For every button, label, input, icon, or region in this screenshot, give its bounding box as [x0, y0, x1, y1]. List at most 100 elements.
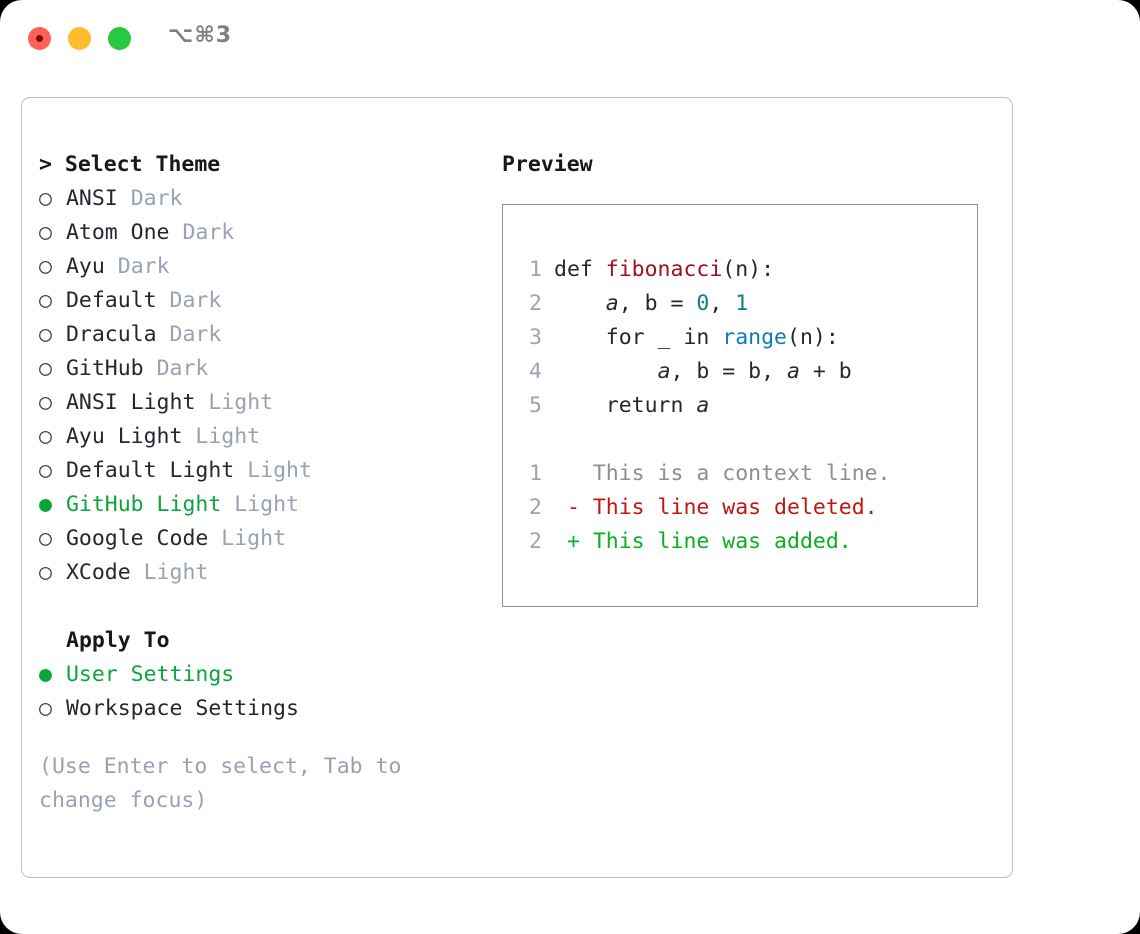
theme-list-item[interactable]: ○ ANSI Light Light — [39, 386, 479, 420]
code-token: fibonacci — [605, 257, 723, 282]
code-token: , b = — [618, 291, 697, 316]
diff-line: 1 This is a context line. — [516, 457, 971, 491]
radio-selected-icon: ● — [39, 662, 52, 687]
apply-to-heading: Apply To — [66, 628, 170, 653]
radio-selected-icon: ● — [39, 492, 52, 517]
code-token — [554, 291, 606, 316]
theme-variant-tag: Dark — [156, 356, 209, 381]
theme-variant-tag: Light — [208, 390, 274, 415]
radio-unselected-icon: ○ — [39, 322, 52, 347]
maximize-window-button[interactable] — [108, 27, 131, 50]
code-line: 2 a, b = 0, 1 — [516, 287, 971, 321]
keyboard-shortcut-label: ⌥⌘3 — [168, 23, 233, 48]
line-number: 3 — [529, 325, 542, 350]
radio-unselected-icon: ○ — [39, 356, 52, 381]
radio-unselected-icon: ○ — [39, 526, 52, 551]
diff-line-number: 1 — [529, 461, 542, 486]
diff-line: 2 - This line was deleted. — [516, 491, 971, 525]
code-token: for _ in — [554, 325, 723, 350]
minimize-window-button[interactable] — [68, 27, 91, 50]
theme-name: Google Code — [65, 526, 209, 551]
line-number: 1 — [529, 257, 542, 282]
theme-name: Dracula — [65, 322, 157, 347]
code-token: a — [605, 291, 619, 316]
code-token: + b — [799, 359, 852, 384]
diff-line-text: + This line was added. — [554, 529, 852, 554]
preview-heading: Preview — [502, 152, 593, 177]
theme-name: GitHub Light — [65, 492, 222, 517]
theme-list-item[interactable]: ○ ANSI Dark — [39, 182, 479, 216]
theme-variant-tag: Light — [195, 424, 261, 449]
theme-variant-tag: Light — [143, 560, 209, 585]
apply-to-list[interactable]: ● User Settings○ Workspace Settings — [39, 658, 479, 726]
title-bar: ⌥⌘3 — [0, 0, 1140, 78]
theme-name: GitHub — [65, 356, 144, 381]
diff-line-number: 2 — [529, 529, 542, 554]
theme-variant-tag: Dark — [169, 288, 222, 313]
theme-name: Ayu Light — [65, 424, 183, 449]
code-token: 1 — [735, 291, 749, 316]
close-window-button[interactable] — [28, 27, 51, 50]
theme-list-item[interactable]: ○ Google Code Light — [39, 522, 479, 556]
code-token: a — [696, 393, 710, 418]
radio-unselected-icon: ○ — [39, 458, 52, 483]
theme-list-item[interactable]: ○ Ayu Light Light — [39, 420, 479, 454]
theme-selection-column: > Select Theme ○ ANSI Dark○ Atom One Dar… — [39, 148, 479, 818]
code-token: a — [657, 359, 671, 384]
radio-unselected-icon: ○ — [39, 560, 52, 585]
diff-line-text: - This line was deleted. — [554, 495, 878, 520]
theme-name: ANSI Light — [65, 390, 196, 415]
theme-variant-tag: Dark — [182, 220, 235, 245]
radio-unselected-icon: ○ — [39, 220, 52, 245]
select-theme-heading: > Select Theme — [39, 152, 221, 177]
theme-list-item[interactable]: ○ Atom One Dark — [39, 216, 479, 250]
theme-list-item[interactable]: ● GitHub Light Light — [39, 488, 479, 522]
radio-unselected-icon: ○ — [39, 390, 52, 415]
code-line: 3 for _ in range(n): — [516, 321, 971, 355]
theme-list-item[interactable]: ○ Dracula Dark — [39, 318, 479, 352]
theme-picker-panel: > Select Theme ○ ANSI Dark○ Atom One Dar… — [21, 97, 1013, 878]
diff-line: 2 + This line was added. — [516, 525, 971, 559]
theme-name: Ayu — [65, 254, 105, 279]
code-line: 5 return a — [516, 389, 971, 423]
code-token: (n): — [787, 325, 839, 350]
line-number: 4 — [529, 359, 542, 384]
theme-list-item[interactable]: ○ Default Light Light — [39, 454, 479, 488]
theme-name: Atom One — [65, 220, 170, 245]
line-number: 5 — [529, 393, 542, 418]
theme-name: ANSI — [65, 186, 118, 211]
code-line: 4 a, b = b, a + b — [516, 355, 971, 389]
code-token: range — [722, 325, 788, 350]
theme-variant-tag: Dark — [117, 254, 170, 279]
diff-sample: 1 This is a context line.2 - This line w… — [516, 457, 971, 559]
theme-list-item[interactable]: ○ XCode Light — [39, 556, 479, 590]
apply-to-option[interactable]: ● User Settings — [39, 658, 479, 692]
code-token: 0 — [696, 291, 710, 316]
apply-to-option[interactable]: ○ Workspace Settings — [39, 692, 479, 726]
apply-to-label: Workspace Settings — [65, 696, 299, 721]
diff-line-text: This is a context line. — [554, 461, 891, 486]
radio-unselected-icon: ○ — [39, 186, 52, 211]
theme-name: XCode — [65, 560, 131, 585]
theme-list-item[interactable]: ○ Ayu Dark — [39, 250, 479, 284]
apply-to-label: User Settings — [65, 662, 235, 687]
theme-name: Default — [65, 288, 157, 313]
theme-variant-tag: Light — [234, 492, 299, 517]
code-diff-spacer — [516, 423, 971, 457]
radio-unselected-icon: ○ — [39, 696, 52, 721]
code-token: def — [554, 257, 606, 282]
theme-list-item[interactable]: ○ Default Dark — [39, 284, 479, 318]
theme-variant-tag: Light — [221, 526, 287, 551]
radio-unselected-icon: ○ — [39, 254, 52, 279]
code-token — [554, 359, 658, 384]
theme-list[interactable]: ○ ANSI Dark○ Atom One Dark○ Ayu Dark○ De… — [39, 182, 479, 590]
line-number: 2 — [529, 291, 542, 316]
section-spacer — [39, 590, 479, 624]
theme-list-item[interactable]: ○ GitHub Dark — [39, 352, 479, 386]
radio-unselected-icon: ○ — [39, 424, 52, 449]
